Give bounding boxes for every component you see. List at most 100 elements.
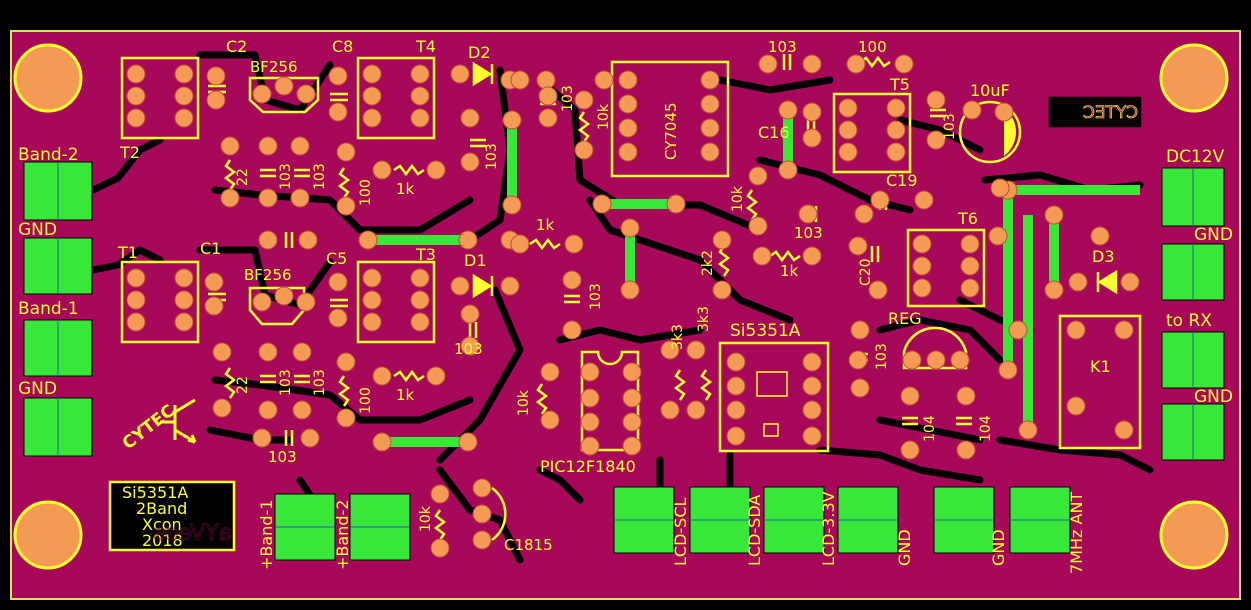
diode-d2-symbol	[472, 61, 494, 87]
label-band1: Band-1	[18, 299, 79, 319]
pad	[252, 428, 272, 448]
pad	[712, 280, 732, 300]
pad	[580, 362, 600, 382]
pad	[726, 426, 746, 446]
pad	[290, 188, 310, 208]
mount-hole-bottom-left	[13, 500, 83, 570]
pad	[290, 136, 310, 156]
pad	[472, 478, 492, 498]
pad	[726, 352, 746, 372]
label-t2: T2	[119, 143, 140, 162]
label-1k-bottom: 1k	[396, 386, 415, 404]
pad	[900, 386, 920, 406]
pad	[460, 304, 480, 324]
label-1k-mid: 1k	[536, 216, 555, 234]
ic-si5351a-outline	[718, 341, 830, 453]
pad	[666, 194, 686, 214]
label-10uf: 10uF	[970, 81, 1010, 100]
label-1k-right: 1k	[780, 262, 799, 280]
resistor-10k-cy	[577, 111, 591, 143]
pad	[838, 120, 858, 140]
pad	[902, 350, 922, 370]
pad	[300, 428, 320, 448]
pad	[802, 400, 822, 420]
label-lcd-scl: LCD-SCL	[671, 497, 690, 566]
label-d2: D2	[468, 43, 491, 62]
pad	[850, 378, 870, 398]
transformer-t3-outline	[356, 260, 436, 344]
pad	[1068, 272, 1088, 292]
cap-10uf-outline	[958, 100, 1022, 164]
pad	[686, 340, 706, 360]
pad	[362, 268, 382, 288]
resistor-22-bottom	[223, 367, 237, 399]
label-reg: REG	[888, 309, 922, 328]
pad	[362, 86, 382, 106]
pad	[298, 230, 318, 250]
pad	[328, 102, 348, 122]
pad	[802, 376, 822, 396]
label-d3: D3	[1092, 247, 1115, 266]
pad	[838, 98, 858, 118]
pad	[458, 432, 478, 452]
pad	[212, 342, 232, 362]
pad	[126, 86, 146, 106]
pad	[430, 538, 450, 558]
label-to-rx: to RX	[1166, 311, 1212, 331]
resistor-100-top	[337, 167, 351, 199]
pad	[802, 352, 822, 372]
label-band2: Band-2	[18, 145, 79, 165]
label-3k3-a: 3k3	[670, 324, 686, 350]
pad	[502, 195, 522, 215]
pad	[362, 312, 382, 332]
pad	[426, 160, 446, 180]
label-t6: T6	[957, 209, 978, 228]
pad	[802, 246, 822, 266]
label-103-bottom-left: 103	[268, 448, 297, 466]
pad	[500, 276, 520, 296]
pad	[850, 320, 870, 340]
label-2k2: 2k2	[700, 250, 716, 276]
pad	[574, 90, 594, 110]
pad	[258, 230, 278, 250]
label-100-right: 100	[858, 38, 887, 56]
resistor-10k-mid	[745, 189, 759, 221]
fet-bf256-top-outline	[248, 76, 320, 114]
label-103-c: 103	[484, 143, 500, 170]
pad	[126, 108, 146, 128]
pad	[838, 142, 858, 162]
pad	[358, 230, 378, 250]
pad	[580, 388, 600, 408]
label-104-a: 104	[922, 415, 938, 442]
label-103-cy-right: 103	[794, 224, 823, 242]
pad	[726, 376, 746, 396]
pad	[538, 86, 558, 106]
pad	[802, 54, 822, 74]
pad	[426, 366, 446, 386]
pad	[336, 142, 356, 162]
pad	[410, 290, 430, 310]
pad	[778, 100, 798, 120]
pad	[1018, 420, 1038, 440]
pad	[620, 218, 640, 238]
label-cy7045: CY7045	[662, 102, 680, 160]
label-pic: PIC12F1840	[540, 457, 636, 476]
label-103-a: 103	[278, 163, 294, 190]
pads	[126, 54, 1140, 558]
pad	[926, 350, 946, 370]
label-t5: T5	[889, 75, 910, 94]
resistor-100-right	[859, 55, 891, 69]
resistor-1k-right	[769, 249, 801, 263]
pad	[174, 86, 194, 106]
title-line-4: 2018	[142, 531, 183, 550]
resistor-1k-mid	[529, 237, 561, 251]
pad	[594, 70, 614, 90]
pad	[258, 136, 278, 156]
pad	[618, 70, 638, 90]
silkscreen-outlines	[108, 54, 1142, 552]
label-t1: T1	[117, 243, 138, 262]
pad	[174, 268, 194, 288]
pad	[618, 94, 638, 114]
pad	[458, 230, 478, 250]
label-22-top: 22	[235, 168, 251, 186]
